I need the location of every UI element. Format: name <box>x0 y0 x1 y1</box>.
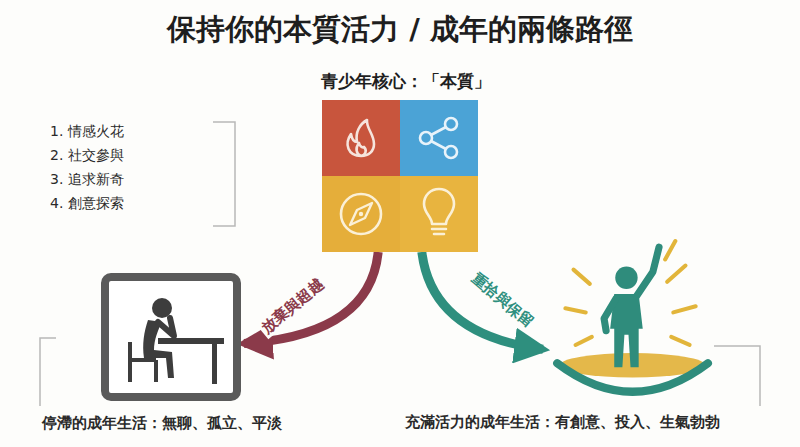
list-item: 3. 追求新奇 <box>50 171 124 189</box>
node-heading: 充滿活力的成年生活：有創意、投入、生氣勃勃 <box>405 413 720 432</box>
list-item: 4. 創意探索 <box>50 195 124 213</box>
node-heading: 停滯的成年生活：無聊、孤立、平淡 <box>42 414 282 433</box>
curved-arrow <box>422 252 543 349</box>
thriving-figure-box: 充滿活力的成年生活：有創意、投入、生氣勃勃 <box>545 235 713 403</box>
caption-bracket <box>40 338 56 406</box>
list-item: 2. 社交參與 <box>50 147 124 165</box>
stagnant-figure <box>100 272 242 402</box>
core-icon <box>322 100 478 252</box>
list-item: 1. 情感火花 <box>50 123 124 141</box>
diagram-title: 保持你的本質活力 / 成年的兩條路徑 <box>0 10 800 50</box>
core-square: 青少年核心：「本質」 <box>322 100 478 252</box>
thriving-figure <box>545 235 713 403</box>
curved-arrow <box>244 252 378 344</box>
node-heading: 青少年核心：「本質」 <box>321 70 491 93</box>
edge-label: 重拾與保留 <box>466 267 539 332</box>
list-bracket <box>213 122 235 226</box>
stagnant-box: 停滯的成年生活：無聊、孤立、平淡 <box>100 272 242 402</box>
caption-bracket <box>714 346 760 406</box>
